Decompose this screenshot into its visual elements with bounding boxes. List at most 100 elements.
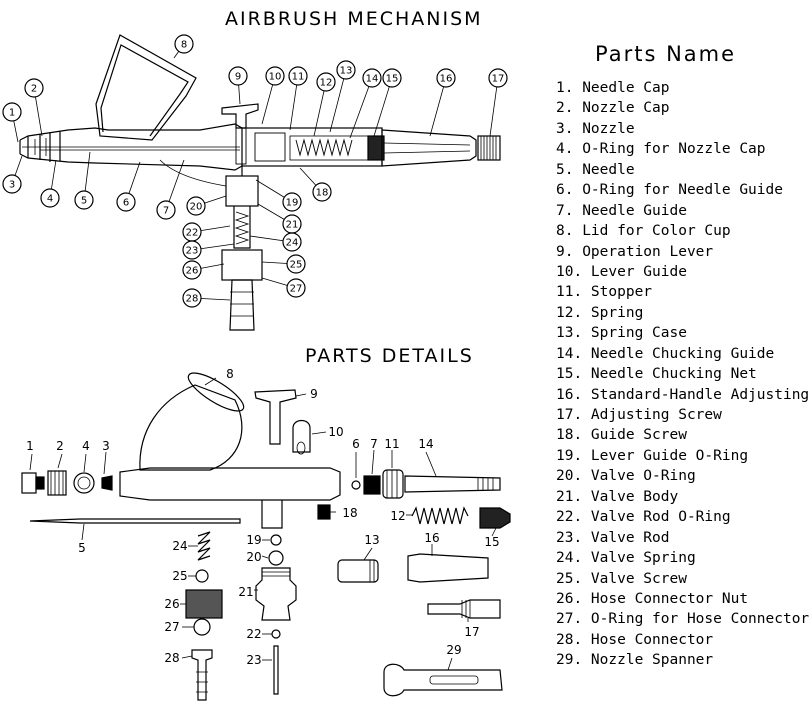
parts-list-item: 16. Standard-Handle Adjusting <box>556 386 809 403</box>
detail-nozzle <box>101 475 113 491</box>
detail-guide-screw <box>317 504 331 520</box>
detail-label: 15 <box>484 535 499 549</box>
mechanism-callout-number: 27 <box>290 284 303 295</box>
detail-label: 2 <box>56 439 64 453</box>
detail-label: 28 <box>164 651 179 665</box>
parts-list-item: 2. Nozzle Cap <box>556 100 670 117</box>
chucking-net <box>367 135 385 161</box>
parts-list-item: 15. Needle Chucking Net <box>556 366 757 383</box>
detail-label: 8 <box>226 367 234 381</box>
mechanism-callout: 23 <box>182 240 235 260</box>
parts-list-item: 20. Valve O-Ring <box>556 468 696 485</box>
parts-list-item: 25. Valve Screw <box>556 570 687 587</box>
mechanism-callout: 3 <box>2 155 23 194</box>
detail-oring-nozzle <box>73 472 95 494</box>
mechanism-callout-number: 7 <box>163 206 169 217</box>
detail-oring-guide <box>351 480 361 490</box>
mechanism-callout-number: 16 <box>440 74 453 85</box>
mechanism-callout-number: 8 <box>181 40 187 51</box>
parts-list-item: 10. Lever Guide <box>556 263 687 280</box>
color-cup-outline <box>95 34 197 141</box>
mechanism-callout: 17 <box>488 68 508 137</box>
mechanism-callout: 21 <box>257 203 302 234</box>
mechanism-callout-number: 15 <box>386 74 399 85</box>
detail-label: 3 <box>102 439 110 453</box>
detail-label: 4 <box>82 439 90 453</box>
mechanism-callout: 8 <box>173 34 194 59</box>
detail-spring <box>411 506 469 525</box>
detail-label: 6 <box>352 437 360 451</box>
detail-label: 16 <box>424 531 439 545</box>
mechanism-callout: 16 <box>429 68 456 137</box>
detail-label: 14 <box>418 437 433 451</box>
parts-list-item: 29. Nozzle Spanner <box>556 652 714 669</box>
mechanism-callout: 9 <box>228 66 248 105</box>
detail-label: 1 <box>26 439 34 453</box>
detail-main-body <box>119 467 341 501</box>
detail-lever-oring <box>270 534 282 546</box>
detail-label: 17 <box>464 625 479 639</box>
mechanism-callout-number: 26 <box>186 266 199 277</box>
parts-list-item: 7. Needle Guide <box>556 202 687 219</box>
mechanism-callout: 20 <box>186 195 227 216</box>
detail-label: 7 <box>370 437 378 451</box>
parts-list-item: 13. Spring Case <box>556 325 687 342</box>
detail-spring-case <box>337 559 379 583</box>
detail-label: 21 <box>238 585 253 599</box>
detail-label: 12 <box>390 509 405 523</box>
mechanism-callout-number: 14 <box>366 74 379 85</box>
detail-cup-lid <box>187 372 245 412</box>
parts-list-item: 27. O-Ring for Hose Connector <box>556 611 809 628</box>
parts-list-item: 1. Needle Cap <box>556 80 670 96</box>
detail-stopper <box>382 469 404 499</box>
mechanism-callout: 10 <box>261 66 285 125</box>
detail-needle-cap <box>21 472 37 494</box>
detail-needle <box>29 518 241 524</box>
parts-details-title: PARTS DETAILS <box>305 345 474 367</box>
detail-hose-nut <box>185 589 223 619</box>
mechanism-callout: 26 <box>182 260 225 280</box>
detail-lever-guide <box>292 419 311 453</box>
handle <box>381 129 477 167</box>
detail-label: 23 <box>246 653 261 667</box>
adjusting-screw <box>477 135 501 161</box>
detail-operation-lever <box>254 389 297 445</box>
mechanism-callout: 22 <box>182 222 231 242</box>
parts-name-heading: Parts Name <box>595 42 737 66</box>
mechanism-callout-number: 18 <box>316 188 329 199</box>
mechanism-callout-number: 17 <box>492 74 505 85</box>
detail-label: 25 <box>172 569 187 583</box>
parts-list-item: 18. Guide Screw <box>556 427 687 444</box>
detail-nozzle-cap <box>47 470 67 496</box>
parts-list-item: 6. O-Ring for Needle Guide <box>556 182 783 199</box>
parts-list-item: 11. Stopper <box>556 284 653 301</box>
detail-valve-spring <box>197 531 211 561</box>
mechanism-callout: 1 <box>2 102 22 143</box>
mechanism-callout: 14 <box>349 68 382 139</box>
detail-valve-rod <box>273 645 279 695</box>
mechanism-callout: 24 <box>249 232 302 252</box>
parts-list-item: 14. Needle Chucking Guide <box>556 345 775 362</box>
detail-valve-rod-oring <box>271 629 281 639</box>
mechanism-callout: 19 <box>255 179 302 212</box>
detail-label: 9 <box>310 387 318 401</box>
mechanism-callout-number: 2 <box>31 84 37 95</box>
mechanism-callout-number: 11 <box>292 72 305 83</box>
detail-hose-oring <box>193 618 211 636</box>
mechanism-callout: 5 <box>74 151 94 210</box>
valve-spring <box>234 211 250 245</box>
detail-label: 18 <box>342 506 357 520</box>
detail-handle <box>407 553 489 583</box>
detail-label: 26 <box>164 597 179 611</box>
parts-list-item: 23. Valve Rod <box>556 529 670 546</box>
detail-label: 11 <box>384 437 399 451</box>
mechanism-callout: 11 <box>288 66 308 131</box>
mechanism-callout: 18 <box>299 167 332 202</box>
detail-hose-connector <box>191 649 213 701</box>
parts-list-item: 3. Nozzle <box>556 120 635 137</box>
mechanism-callout: 27 <box>261 277 306 298</box>
